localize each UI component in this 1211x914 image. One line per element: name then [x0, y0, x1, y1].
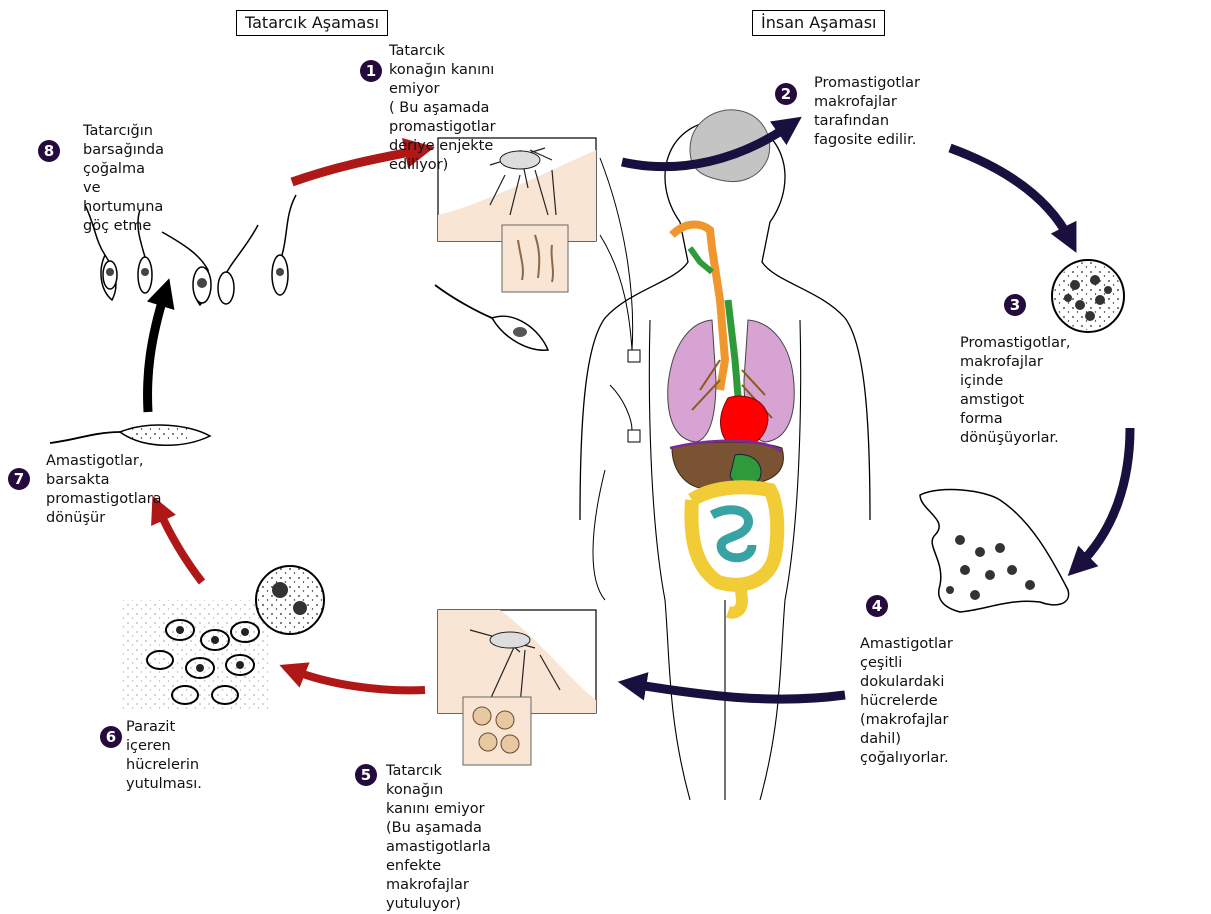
- promastigote-cell-near-inset: [435, 285, 548, 350]
- step-number-badge: 8: [38, 140, 60, 162]
- step-description: Parazit içeren hücrelerin yutulması.: [126, 718, 202, 794]
- arrow-4-to-5: [632, 684, 845, 699]
- macrophage-cell-step3: [1052, 260, 1124, 332]
- ingested-cells-step6: [120, 566, 324, 710]
- arrow-7-to-8: [148, 292, 165, 412]
- step-number-badge: 1: [360, 60, 382, 82]
- step-description: Promastigotlar makrofajlar tarafından fa…: [814, 74, 920, 150]
- step-number-badge: 6: [100, 726, 122, 748]
- step-number-badge: 7: [8, 468, 30, 490]
- step-description: Tatarcığın barsağında çoğalma ve hortumu…: [83, 122, 164, 236]
- step-description: Tatarcık konağın kanını emiyor (Bu aşama…: [386, 762, 491, 914]
- left-lung: [668, 320, 716, 442]
- arrow-2-to-3: [950, 148, 1070, 240]
- sandfly-bite-inset-bottom: [438, 610, 596, 765]
- step-description: Amastigotlar, barsakta promastigotlara d…: [46, 452, 162, 528]
- arrow-3-to-4: [1078, 428, 1130, 566]
- step-description: Tatarcık konağın kanını emiyor ( Bu aşam…: [389, 42, 496, 175]
- arrow-6-to-7: [158, 508, 202, 582]
- step-description: Promastigotlar, makrofajlar içinde amsti…: [960, 334, 1071, 448]
- small-intestine: [712, 510, 752, 558]
- human-stage-label: İnsan Aşaması: [752, 10, 885, 36]
- step-number-badge: 4: [866, 595, 888, 617]
- elongated-promastigote-step7: [50, 425, 210, 445]
- infected-tissue-cell-step4: [920, 490, 1069, 612]
- step-number-badge: 3: [1004, 294, 1026, 316]
- step-number-badge: 5: [355, 764, 377, 786]
- sandfly-stage-label: Tatarcık Aşaması: [236, 10, 388, 36]
- step-number-badge: 2: [775, 83, 797, 105]
- arrow-5-to-6: [292, 670, 425, 690]
- step-description: Amastigotlar çeşitli dokulardaki hücrele…: [860, 635, 953, 768]
